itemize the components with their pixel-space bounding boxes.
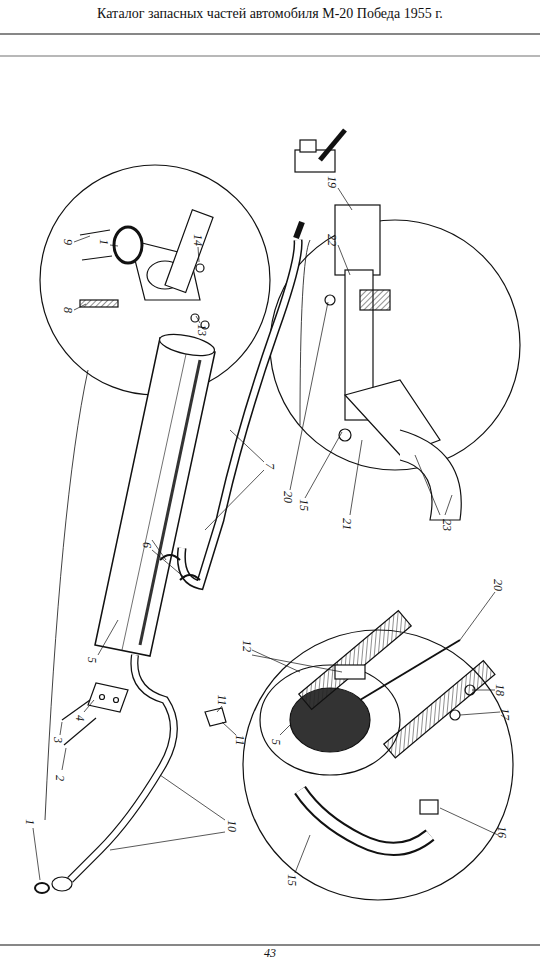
callout-number: 6 — [141, 542, 153, 548]
callout-number: 1 — [24, 819, 36, 825]
callout-number: 9 — [62, 239, 74, 245]
callout-number: 22 — [326, 234, 338, 246]
callout-number: 15 — [298, 499, 310, 511]
callout-number: 3 — [52, 737, 64, 743]
callout-number: 5 — [270, 739, 282, 745]
callout-number: 19 — [326, 176, 338, 188]
callout-number: 18 — [494, 684, 506, 696]
callout-number: 23 — [441, 519, 453, 531]
callout-number: 4 — [74, 715, 86, 721]
callout-number: 12 — [241, 640, 253, 652]
page-header: Каталог запасных частей автомобиля М-20 … — [0, 6, 540, 22]
callout-number: 2 — [54, 775, 66, 781]
callout-number: 17 — [499, 708, 511, 720]
callout-number: 11 — [216, 694, 228, 705]
page-number: 43 — [264, 947, 276, 959]
callout-number: 8 — [62, 307, 74, 313]
callout-number: 7 — [264, 463, 276, 469]
callout-number: 13 — [196, 324, 208, 336]
callout-number: 15 — [286, 874, 298, 886]
callout-number: 10 — [226, 820, 238, 832]
callout-number: 21 — [341, 518, 353, 530]
callout-number: 1 — [98, 239, 110, 245]
callout-number: 5 — [86, 657, 98, 663]
callout-number: 20 — [492, 579, 504, 591]
callout-number: 11 — [234, 734, 246, 745]
callout-number: 14 — [192, 234, 204, 246]
callout-number: 20 — [282, 491, 294, 503]
callout-number: 16 — [496, 826, 508, 838]
